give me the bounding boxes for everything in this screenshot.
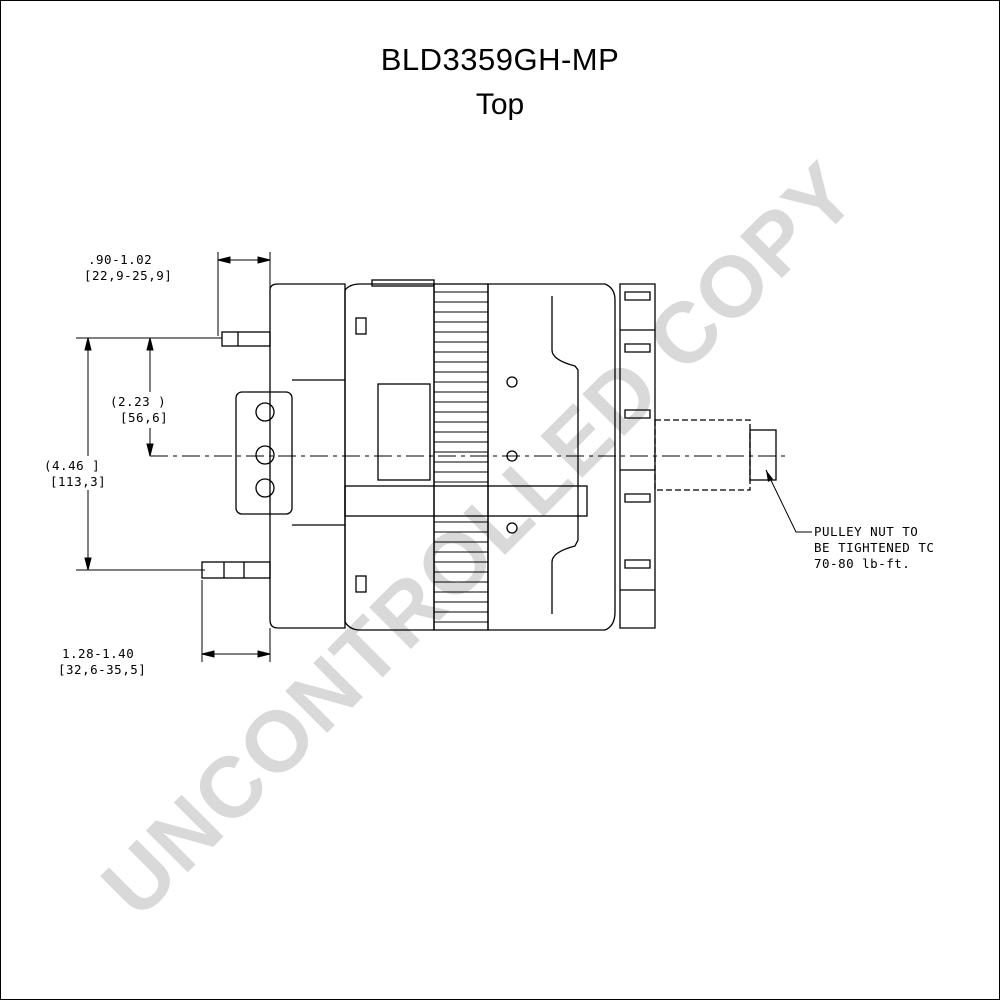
pulley-note-line1: PULLEY NUT TO — [814, 524, 918, 539]
dimension-full-height — [76, 337, 205, 571]
dim-top-terminal-inch: .90-1.02 — [88, 252, 152, 267]
pulley-note-leader — [765, 469, 812, 533]
pulley-note-arrowhead — [766, 470, 773, 482]
pulley-note-line2: BE TIGHTENED TC — [814, 540, 934, 555]
view-label: Top — [475, 88, 525, 121]
dim-top-terminal-mm: [22,9-25,9] — [84, 268, 172, 283]
dimension-half-height — [76, 337, 222, 457]
dim-bottom-terminal-mm: [32,6-35,5] — [58, 662, 146, 677]
cooling-fins — [434, 291, 488, 623]
dimension-top-terminal — [217, 252, 271, 336]
drawing-title: BLD3359GH-MP — [380, 42, 620, 77]
dim-half-height-inch: (2.23 ) — [110, 394, 166, 409]
watermark-text: UNCONTROLLED COPY — [84, 144, 875, 935]
dim-full-height-inch: (4.46 ] — [44, 458, 100, 473]
dim-bottom-terminal-inch: 1.28-1.40 — [62, 646, 134, 661]
alternator-body — [201, 279, 777, 631]
pulley-note-line3: 70-80 lb-ft. — [814, 556, 910, 571]
dimension-bottom-terminal — [201, 580, 271, 662]
dim-half-height-mm: [56,6] — [120, 410, 168, 425]
dim-full-height-mm: [113,3] — [50, 474, 106, 489]
